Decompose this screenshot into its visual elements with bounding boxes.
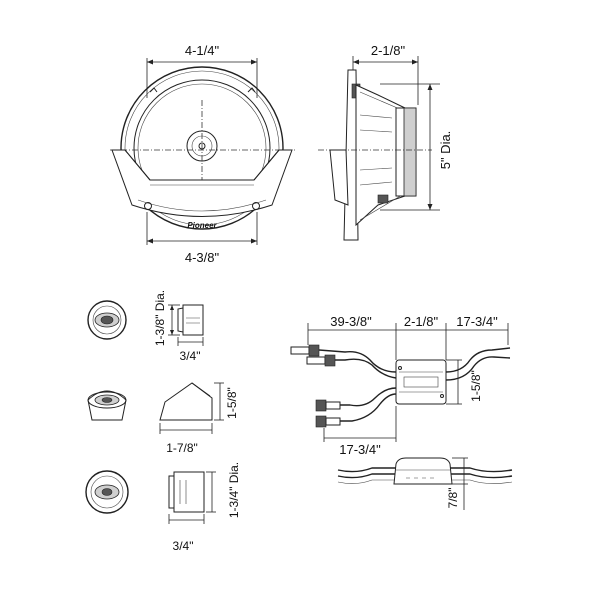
side-wire-right-3: [450, 479, 513, 484]
arrowhead: [427, 204, 433, 210]
network-height-label: 1-5/8": [469, 370, 483, 402]
tweeter3-side-flange: [168, 475, 174, 509]
wire-output-a: [445, 347, 511, 373]
crossover-screw-br: [440, 394, 444, 398]
tweeter2-face: [87, 391, 127, 409]
tweeter1-side-detail: [186, 317, 200, 324]
tweeter1-side-body: [182, 304, 204, 336]
wire-input-a: [318, 349, 397, 373]
arrowhead: [147, 59, 153, 65]
network-side-height-label: 7/8": [446, 488, 460, 509]
tweeter1-side-flange: [177, 307, 184, 333]
arrowhead: [412, 59, 418, 65]
arrowhead: [353, 59, 359, 65]
arrowhead: [147, 238, 153, 244]
connector-bottom-1: [325, 401, 341, 410]
arrowhead: [170, 330, 174, 335]
woofer-outer-ring: [120, 66, 284, 230]
woofer-grille-curve: [137, 199, 267, 212]
woofer-terminal: [377, 194, 389, 204]
side-wire-left-2: [337, 473, 396, 479]
mount-screw-right: [252, 202, 260, 210]
tweeter3-side-body: [173, 471, 205, 513]
woofer-side-view: 2-1/8" 5" Dia.: [318, 43, 453, 241]
connector-top-2: [306, 356, 326, 365]
side-wire-right-2: [450, 473, 513, 479]
woofer-grille-inner: [124, 149, 280, 181]
tweeter-angle-mount: 1-5/8" 1-7/8": [87, 382, 239, 455]
cable-right-label: 17-3/4": [456, 314, 498, 329]
woofer-ring-2: [124, 70, 280, 226]
connector-bottom-1-housing: [315, 399, 327, 412]
crossover-network-top: 39-3/8" 2-1/8" 17-3/4" 1-5/8": [290, 314, 511, 457]
tweeter2-center: [101, 397, 113, 403]
woofer-basket-ribs: [359, 114, 393, 186]
tweeter1-dia-label: 1-3/8" Dia.: [153, 290, 167, 346]
side-wire-left-1: [337, 467, 396, 473]
tweeter3-outer: [85, 470, 129, 514]
crossover-box: [395, 359, 447, 405]
brand-logo: Pioneer: [187, 221, 217, 230]
arrowhead: [427, 84, 433, 90]
connector-bottom-2: [325, 417, 341, 426]
woofer-diameter-label: 5" Dia.: [438, 131, 453, 170]
woofer-top-width-label: 4-1/4": [185, 43, 220, 58]
woofer-basket-struts: [359, 91, 403, 221]
woofer-depth-label: 2-1/8": [371, 43, 406, 58]
tweeter3-depth-label: 3/4": [173, 539, 194, 553]
connector-top-1-housing: [308, 344, 320, 357]
wire-tweeter-b: [340, 393, 397, 422]
crossover-label-plate: [403, 376, 439, 388]
side-wire-left-3: [337, 479, 396, 484]
tweeter2-side-body: [159, 382, 213, 421]
woofer-tab-right: [247, 87, 256, 93]
connector-top-1: [290, 346, 310, 355]
arrowhead: [170, 305, 174, 310]
tweeter-flush-mount: 1-3/8" Dia. 3/4": [87, 290, 204, 363]
woofer-magnet-shade: [403, 107, 417, 197]
tweeter1-center: [100, 315, 114, 325]
woofer-grille-side: [329, 149, 349, 206]
tweeter3-center: [101, 488, 113, 496]
arrowhead: [251, 59, 257, 65]
tweeter1-depth-label: 3/4": [180, 349, 201, 363]
woofer-front-view: 4-1/4" Pioneer 4-3/8": [110, 43, 295, 265]
crossover-box-ridges: [399, 371, 443, 393]
tweeter2-width-label: 1-7/8": [166, 441, 198, 455]
crossover-network-side: 7/8": [337, 457, 513, 510]
cable-left-label: 39-3/8": [330, 314, 372, 329]
cable-mid-label: 2-1/8": [404, 314, 439, 329]
tweeter1-outer: [87, 300, 127, 340]
woofer-bottom-width-label: 4-3/8": [185, 250, 220, 265]
mount-screw-left: [144, 202, 152, 210]
tweeter2-side-face: [191, 382, 211, 397]
side-wire-right-1: [450, 467, 513, 473]
connector-bottom-2-housing: [315, 415, 327, 428]
tweeter3-ring: [90, 475, 124, 509]
crossover-side-body: [393, 457, 453, 485]
tweeter3-dia-label: 1-3/4" Dia.: [227, 462, 241, 518]
crossover-screw-tl: [398, 366, 402, 370]
wire-output-b: [445, 356, 511, 381]
woofer-tab-left: [149, 87, 158, 93]
wire-input-b: [335, 358, 397, 379]
tweeter2-height-label: 1-5/8": [225, 387, 239, 419]
tweeter1-ring: [92, 305, 122, 335]
arrowhead: [251, 238, 257, 244]
connector-top-2-housing: [324, 354, 336, 367]
cable-bottom-label: 17-3/4": [339, 442, 381, 457]
tweeter3-side-detail: [179, 480, 187, 504]
tweeter-surface-mount: 1-3/4" Dia. 3/4": [85, 462, 241, 553]
wire-tweeter-a: [340, 387, 397, 407]
